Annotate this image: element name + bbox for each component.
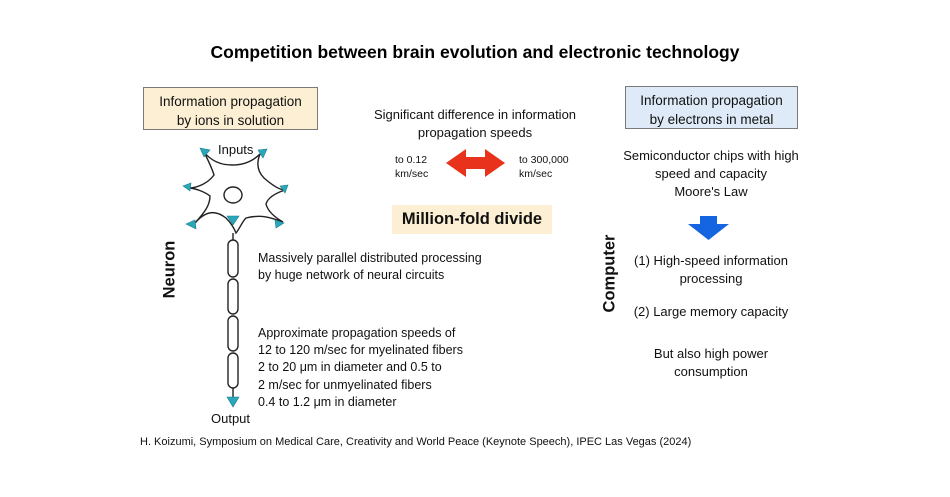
- power-consumption-text: But also high power consumption: [611, 345, 811, 381]
- million-fold-divide-label: Million-fold divide: [392, 205, 552, 234]
- myelin-segment-3: [227, 315, 239, 352]
- terminal-output: [226, 396, 240, 408]
- ion-speed-label: to 0.12 km/sec: [395, 153, 428, 181]
- power-line1: But also high power: [653, 346, 769, 361]
- page-title: Competition between brain evolution and …: [210, 42, 740, 62]
- speed-heading-line1: Significant difference in information: [373, 107, 577, 122]
- neuron-soma: [187, 151, 286, 235]
- double-arrow-icon: [446, 149, 505, 177]
- speed-heading-line2: propagation speeds: [417, 125, 533, 140]
- power-line2: consumption: [674, 364, 748, 379]
- down-arrow-icon: [688, 216, 729, 240]
- terminal-bottom-left: [185, 219, 197, 230]
- myelin-segment-4: [227, 352, 239, 389]
- speed-line-3: 2 to 20 μm in diameter and 0.5 to: [258, 360, 442, 375]
- output-label: Output: [211, 411, 251, 426]
- speed-line-4: 2 m/sec for unmyelinated fibers: [258, 377, 432, 392]
- ions-propagation-box: Information propagation by ions in solut…: [143, 87, 318, 130]
- electron-speed-line1: to 300,000: [519, 154, 569, 166]
- electrons-propagation-box: Information propagation by electrons in …: [625, 86, 798, 129]
- citation: H. Koizumi, Symposium on Medical Care, C…: [140, 436, 692, 448]
- parallel-line1: Massively parallel distributed processin…: [258, 251, 482, 265]
- propagation-speeds-text: Approximate propagation speeds of 12 to …: [258, 325, 463, 411]
- neuron-terminals: [182, 147, 289, 408]
- inputs-label: Inputs: [218, 142, 254, 157]
- speed-line-1: Approximate propagation speeds of: [258, 326, 456, 340]
- electron-speed-label: to 300,000 km/sec: [519, 153, 569, 181]
- myelin-segment-1: [227, 239, 239, 278]
- moores-law: Moore's Law: [674, 184, 748, 199]
- electron-speed-line2: km/sec: [519, 168, 553, 180]
- high-speed-processing-item: (1) High-speed information processing: [611, 252, 811, 288]
- electrons-box-line1: Information propagation: [640, 93, 783, 108]
- chips-line1: Semiconductor chips with high: [623, 148, 799, 163]
- ions-box-line2: by ions in solution: [176, 113, 285, 128]
- myelin-segment-2: [227, 278, 239, 315]
- terminal-left: [182, 182, 192, 192]
- speed-line-2: 12 to 120 m/sec for myelinated fibers: [258, 343, 463, 358]
- terminal-bottom-right: [274, 219, 285, 229]
- terminal-top-left: [199, 147, 211, 158]
- terminal-axon-hillock: [226, 215, 240, 226]
- speed-line-5: 0.4 to 1.2 μm in diameter: [258, 394, 397, 409]
- parallel-line2: by huge network of neural circuits: [258, 268, 445, 283]
- item1-line2: processing: [679, 271, 743, 286]
- electrons-box-line2: by electrons in metal: [649, 112, 774, 127]
- memory-capacity-item: (2) Large memory capacity: [633, 304, 789, 319]
- neuron-icon: [187, 151, 286, 398]
- ion-speed-line1: to 0.12: [395, 154, 428, 166]
- speed-difference-heading: Significant difference in information pr…: [355, 106, 595, 142]
- neuron-nucleus: [223, 186, 243, 204]
- ion-speed-line2: km/sec: [395, 168, 429, 180]
- chips-line2: speed and capacity: [654, 166, 768, 181]
- semiconductor-chips-text: Semiconductor chips with high speed and …: [611, 147, 811, 201]
- ions-box-line1: Information propagation: [159, 94, 302, 109]
- terminal-top-right: [257, 148, 268, 159]
- item1-line1: (1) High-speed information: [634, 253, 788, 268]
- parallel-processing-text: Massively parallel distributed processin…: [258, 250, 482, 284]
- terminal-right: [279, 184, 289, 194]
